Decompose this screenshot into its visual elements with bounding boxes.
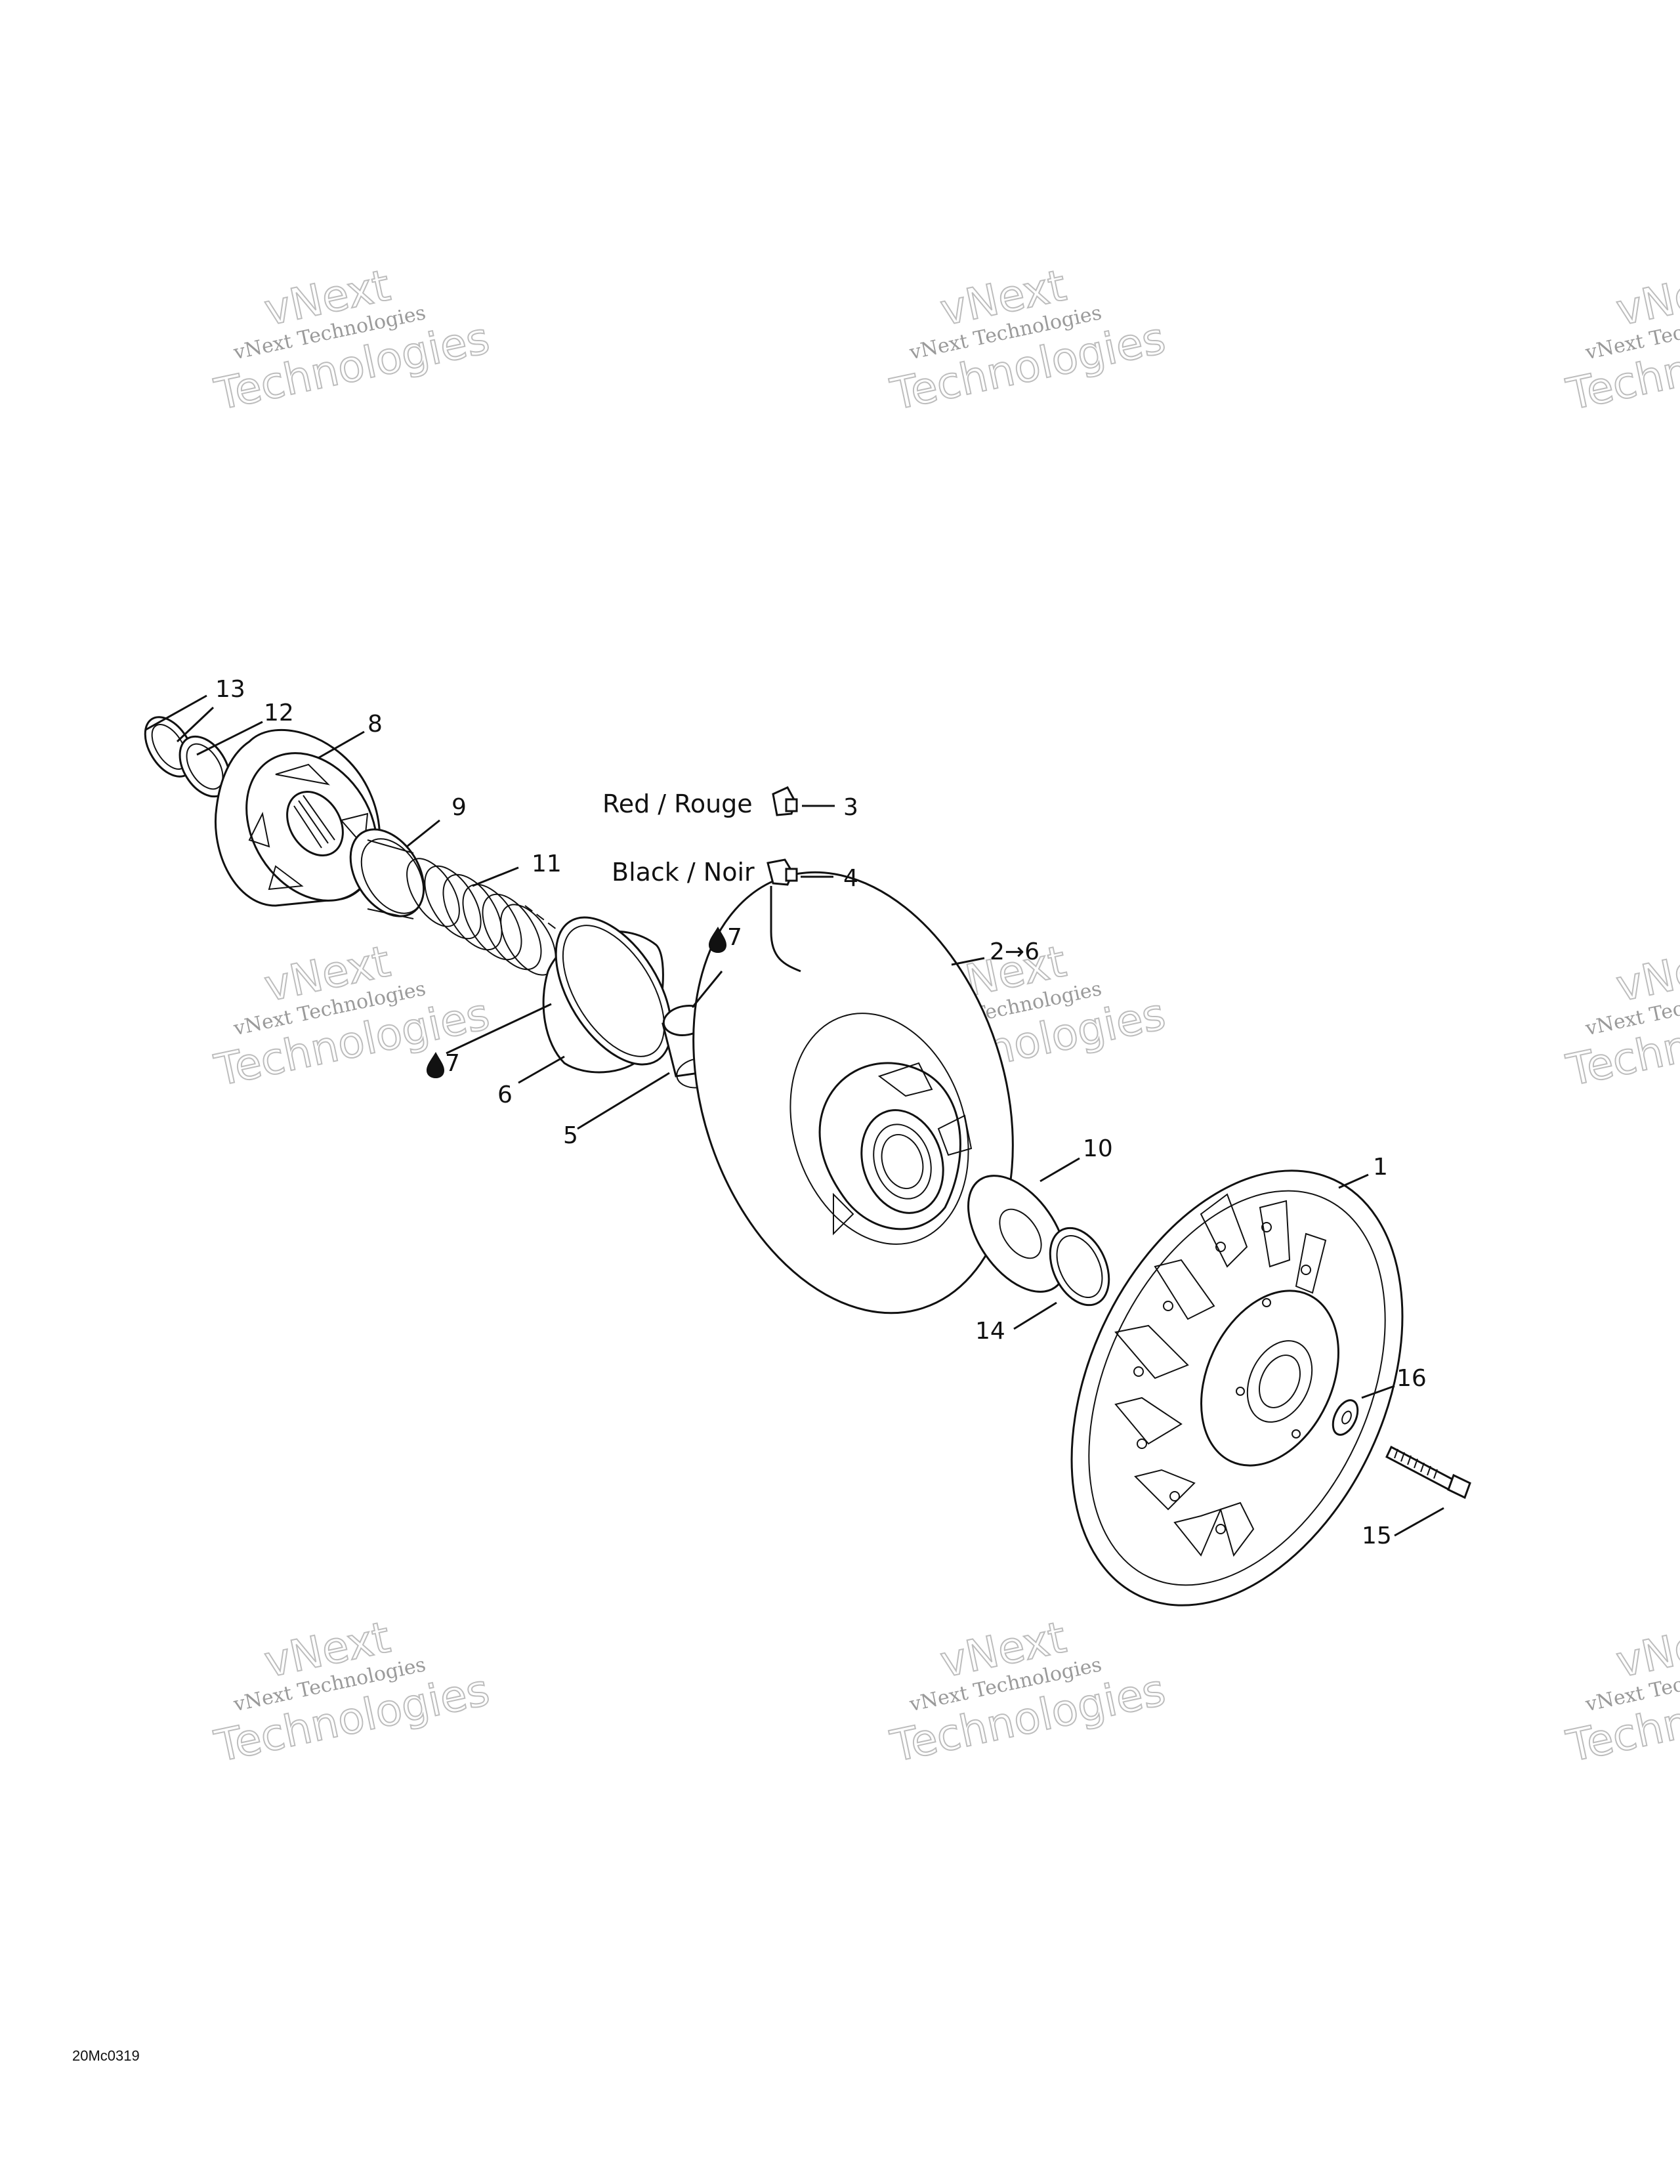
watermark: vNext vNext Technologies Technologies [1561,935,1680,1097]
callout-14: 14 [975,1318,1005,1345]
part-1-fixed-sheave [1070,1169,1404,1606]
figure-code: 20Mc0319 [72,2048,140,2064]
part-12-washer [178,735,231,798]
callout-7-top: 7 [727,924,742,951]
callout-13: 13 [215,676,245,703]
watermark: vNext vNext Technologies Technologies [885,259,1170,421]
part-9-bushing [349,828,425,919]
callout-5: 5 [563,1122,578,1149]
callout-10: 10 [1083,1135,1113,1162]
watermark: vNext vNext Technologies Technologies [1561,1611,1680,1773]
callout-3: 3 [843,794,858,821]
callout-4: 4 [843,865,858,892]
callout-12: 12 [264,700,294,726]
callout-2-6: 2→6 [990,938,1040,965]
label-black-noir: Black / Noir [612,858,755,887]
callout-15: 15 [1362,1522,1392,1549]
color-labels: Red / Rouge Black / Noir [602,789,755,887]
watermark: vNext vNext Technologies Technologies [209,1611,494,1773]
callout-11: 11 [532,850,562,877]
watermark: vNext vNext Technologies Technologies [885,1611,1170,1773]
grease-drop-icon [709,927,726,953]
callout-8: 8 [368,711,383,738]
part-3-slider-button-red [772,786,798,816]
callout-6: 6 [497,1082,513,1108]
part-16-washer [1332,1399,1359,1436]
part-4-slider-button-black [766,858,798,886]
grease-drop-icon [427,1052,444,1078]
watermark: vNext vNext Technologies Technologies [1561,259,1680,421]
part-8-cam [215,728,381,907]
part-15-bolt [1385,1445,1471,1500]
leader-lines [145,694,1444,1537]
part-11-spring [406,858,556,976]
callout-9: 9 [452,794,467,821]
watermark: vNext vNext Technologies Technologies [209,259,494,421]
callouts: 13 12 8 9 11 3 4 2→6 7 7 6 5 10 14 1 16 … [215,676,1427,1549]
callout-1: 1 [1373,1154,1388,1181]
part-10-shim-washer [967,1175,1067,1293]
part-14-washer [1049,1227,1110,1307]
part-6-spring-cup [542,916,673,1074]
label-red-rouge: Red / Rouge [602,789,753,818]
callout-7-bottom: 7 [445,1050,460,1077]
part-2-sliding-sheave [692,871,1014,1314]
callout-16: 16 [1396,1365,1427,1392]
